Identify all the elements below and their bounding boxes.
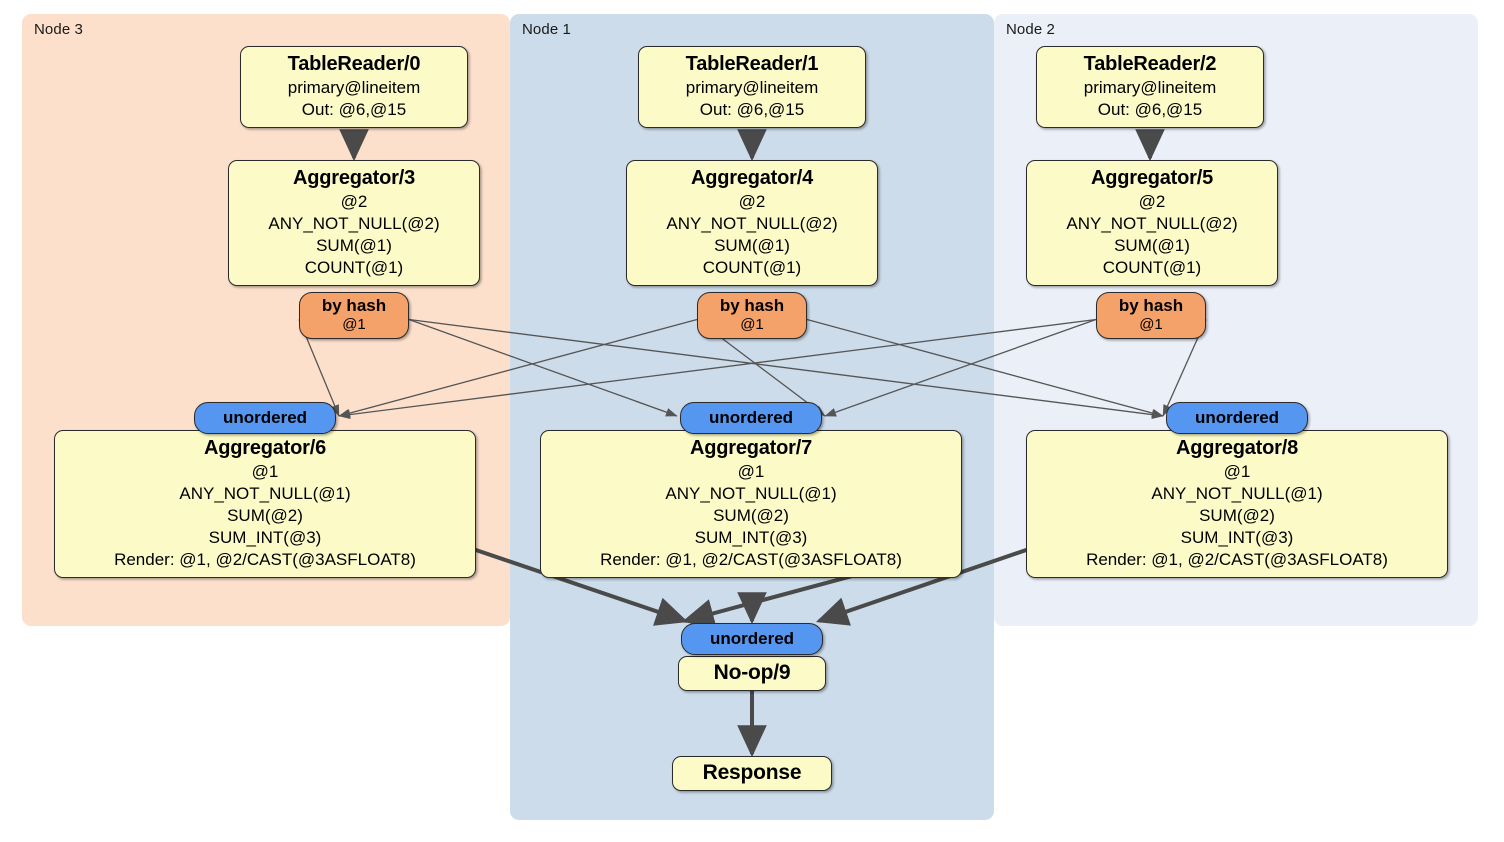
processor-detail-line: Out: @6,@15 <box>699 100 805 119</box>
processor-title: Aggregator/5 <box>1090 167 1214 189</box>
ordering-badge-label: unordered <box>222 408 308 427</box>
ordering-badge-label: unordered <box>708 408 794 427</box>
processor-title: TableReader/0 <box>287 53 421 75</box>
node-panel-label: Node 3 <box>34 21 83 38</box>
processor-noop9[interactable]: No-op/9 <box>678 656 826 691</box>
hash-router-column: @1 <box>342 316 366 333</box>
processor-detail-line: @1 <box>1223 462 1251 481</box>
processor-title: Aggregator/7 <box>689 437 813 459</box>
ordering-badge-unordered-left[interactable]: unordered <box>194 402 336 434</box>
processor-detail-line: ANY_NOT_NULL(@2) <box>268 214 440 233</box>
processor-title: TableReader/2 <box>1083 53 1217 75</box>
hash-router-column: @1 <box>1139 316 1163 333</box>
ordering-badge-label: unordered <box>1194 408 1280 427</box>
processor-response[interactable]: Response <box>672 756 832 791</box>
processor-detail-line: SUM(@1) <box>714 236 790 255</box>
processor-detail-line: primary@lineitem <box>685 78 819 97</box>
processor-detail-line: Render: @1, @2/CAST(@3ASFLOAT8) <box>114 550 416 569</box>
processor-detail-line: @1 <box>737 462 765 481</box>
processor-detail-line: SUM(@2) <box>227 506 303 525</box>
hash-router-label: by hash <box>1118 296 1184 315</box>
processor-detail-line: Out: @6,@15 <box>301 100 407 119</box>
processor-detail-line: Render: @1, @2/CAST(@3ASFLOAT8) <box>1086 550 1388 569</box>
processor-detail-line: SUM_INT(@3) <box>208 528 322 547</box>
processor-detail-line: Render: @1, @2/CAST(@3ASFLOAT8) <box>600 550 902 569</box>
processor-detail-line: SUM(@1) <box>1114 236 1190 255</box>
hash-router-badge-hash5[interactable]: by hash@1 <box>1096 292 1206 339</box>
hash-router-column: @1 <box>740 316 764 333</box>
node-panel-label: Node 2 <box>1006 21 1055 38</box>
processor-detail-line: COUNT(@1) <box>1102 258 1202 277</box>
ordering-badge-label: unordered <box>709 629 795 648</box>
hash-router-badge-hash3[interactable]: by hash@1 <box>299 292 409 339</box>
processor-detail-line: ANY_NOT_NULL(@1) <box>1151 484 1323 503</box>
processor-title: Response <box>702 761 802 784</box>
processor-detail-line: @2 <box>1138 192 1166 211</box>
processor-detail-line: ANY_NOT_NULL(@1) <box>179 484 351 503</box>
processor-detail-line: SUM_INT(@3) <box>694 528 808 547</box>
processor-detail-line: SUM(@2) <box>1199 506 1275 525</box>
processor-title: TableReader/1 <box>685 53 819 75</box>
ordering-badge-unordered-mid[interactable]: unordered <box>680 402 822 434</box>
processor-title: Aggregator/4 <box>690 167 814 189</box>
processor-detail-line: ANY_NOT_NULL(@2) <box>666 214 838 233</box>
processor-title: Aggregator/6 <box>203 437 327 459</box>
processor-detail-line: COUNT(@1) <box>702 258 802 277</box>
processor-detail-line: primary@lineitem <box>287 78 421 97</box>
processor-title: No-op/9 <box>713 661 791 684</box>
processor-detail-line: ANY_NOT_NULL(@2) <box>1066 214 1238 233</box>
processor-title: Aggregator/8 <box>1175 437 1299 459</box>
processor-detail-line: @2 <box>738 192 766 211</box>
processor-detail-line: @1 <box>251 462 279 481</box>
processor-title: Aggregator/3 <box>292 167 416 189</box>
node-panel-label: Node 1 <box>522 21 571 38</box>
processor-detail-line: SUM(@1) <box>316 236 392 255</box>
hash-router-label: by hash <box>719 296 785 315</box>
processor-detail-line: primary@lineitem <box>1083 78 1217 97</box>
processor-detail-line: COUNT(@1) <box>304 258 404 277</box>
processor-detail-line: SUM(@2) <box>713 506 789 525</box>
processor-detail-line: Out: @6,@15 <box>1097 100 1203 119</box>
processor-detail-line: ANY_NOT_NULL(@1) <box>665 484 837 503</box>
hash-router-label: by hash <box>321 296 387 315</box>
processor-detail-line: @2 <box>340 192 368 211</box>
hash-router-badge-hash4[interactable]: by hash@1 <box>697 292 807 339</box>
ordering-badge-unordered-final[interactable]: unordered <box>681 623 823 655</box>
processor-detail-line: SUM_INT(@3) <box>1180 528 1294 547</box>
ordering-badge-unordered-right[interactable]: unordered <box>1166 402 1308 434</box>
